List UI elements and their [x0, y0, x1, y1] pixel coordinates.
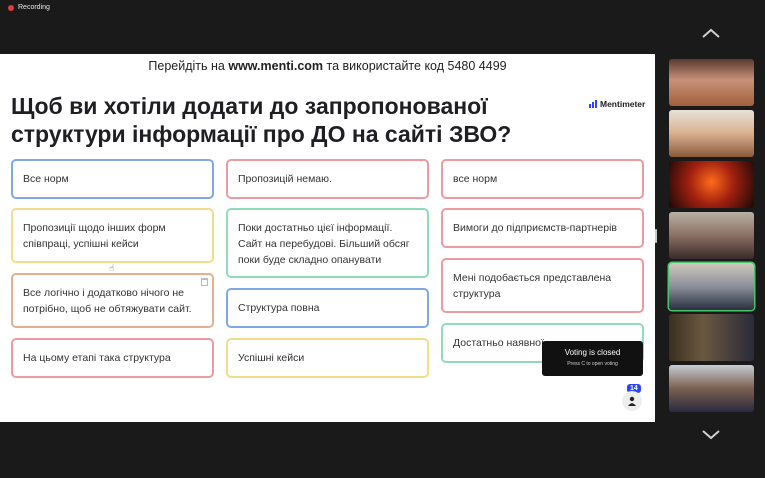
video-tile[interactable] — [669, 59, 754, 106]
recording-indicator: Recording — [8, 4, 50, 11]
response-text: Все логічно і додатково нічого не потріб… — [23, 287, 192, 315]
response-card: Пропозиції щодо інших форм співпраці, ус… — [11, 208, 214, 263]
chevron-up-icon[interactable] — [701, 27, 721, 39]
instruction-code: 5480 4499 — [447, 59, 507, 73]
join-instruction: Перейдіть на www.menti.com та використай… — [0, 59, 655, 73]
response-text: Достатньо наявної — [453, 337, 544, 349]
response-card: Успішні кейси — [226, 338, 429, 378]
brand-logo: Mentimeter — [589, 99, 645, 109]
voting-closed-toast: Voting is closed Press C to open voting — [542, 341, 643, 376]
mouse-cursor-icon: ☝ — [109, 263, 115, 273]
response-text: Поки достатньо цієї інформації. Сайт на … — [238, 222, 410, 266]
toast-title: Voting is closed — [564, 348, 621, 357]
instruction-middle: та використайте код — [326, 59, 445, 73]
response-text: Пропозиції щодо інших форм співпраці, ус… — [23, 222, 166, 250]
video-tile[interactable] — [669, 161, 754, 208]
response-text: Вимоги до підприємств-партнерів — [453, 222, 618, 234]
response-card: Поки достатньо цієї інформації. Сайт на … — [226, 208, 429, 278]
scrollbar-handle[interactable] — [655, 229, 657, 243]
recording-dot-icon — [8, 4, 14, 11]
response-card: Пропозицій немаю. — [226, 159, 429, 199]
toast-hint: Press C to open voting — [567, 361, 618, 367]
response-text: Все норм — [23, 173, 69, 185]
response-text: все норм — [453, 173, 498, 185]
response-card[interactable]: Все логічно і додатково нічого не потріб… — [11, 273, 214, 328]
response-card: Все норм — [11, 159, 214, 199]
response-text: На цьому етапі така структура — [23, 352, 171, 364]
instruction-url: www.menti.com — [228, 59, 324, 73]
video-tile-active-speaker[interactable] — [669, 263, 754, 310]
response-text: Мені подобається представлена структура — [453, 272, 612, 300]
chevron-down-icon[interactable] — [701, 428, 721, 440]
response-card: Мені подобається представлена структура — [441, 258, 644, 313]
response-card: На цьому етапі така структура — [11, 338, 214, 378]
question-title: Щоб ви хотіли додати до запропонованої с… — [11, 93, 512, 147]
mentimeter-logo-icon — [589, 100, 597, 108]
instruction-prefix: Перейдіть на — [148, 59, 225, 73]
response-card: все норм — [441, 159, 644, 199]
brand-name: Mentimeter — [600, 99, 646, 109]
response-text: Успішні кейси — [238, 352, 305, 364]
participants-count-badge: 14 — [627, 384, 641, 393]
presentation-slide: Перейдіть на www.menti.com та використай… — [0, 54, 655, 422]
response-text: Структура повна — [238, 302, 320, 314]
response-card: Структура повна — [226, 288, 429, 328]
video-tile[interactable] — [669, 110, 754, 157]
video-tile[interactable] — [669, 212, 754, 259]
person-icon — [628, 396, 636, 406]
recording-label: Recording — [18, 4, 50, 11]
response-text: Пропозицій немаю. — [238, 173, 332, 185]
participants-button[interactable] — [622, 391, 642, 411]
video-tile[interactable] — [669, 365, 754, 412]
response-card: Вимоги до підприємств-партнерів — [441, 208, 644, 248]
trash-icon[interactable] — [201, 278, 208, 286]
video-tile[interactable] — [669, 314, 754, 361]
